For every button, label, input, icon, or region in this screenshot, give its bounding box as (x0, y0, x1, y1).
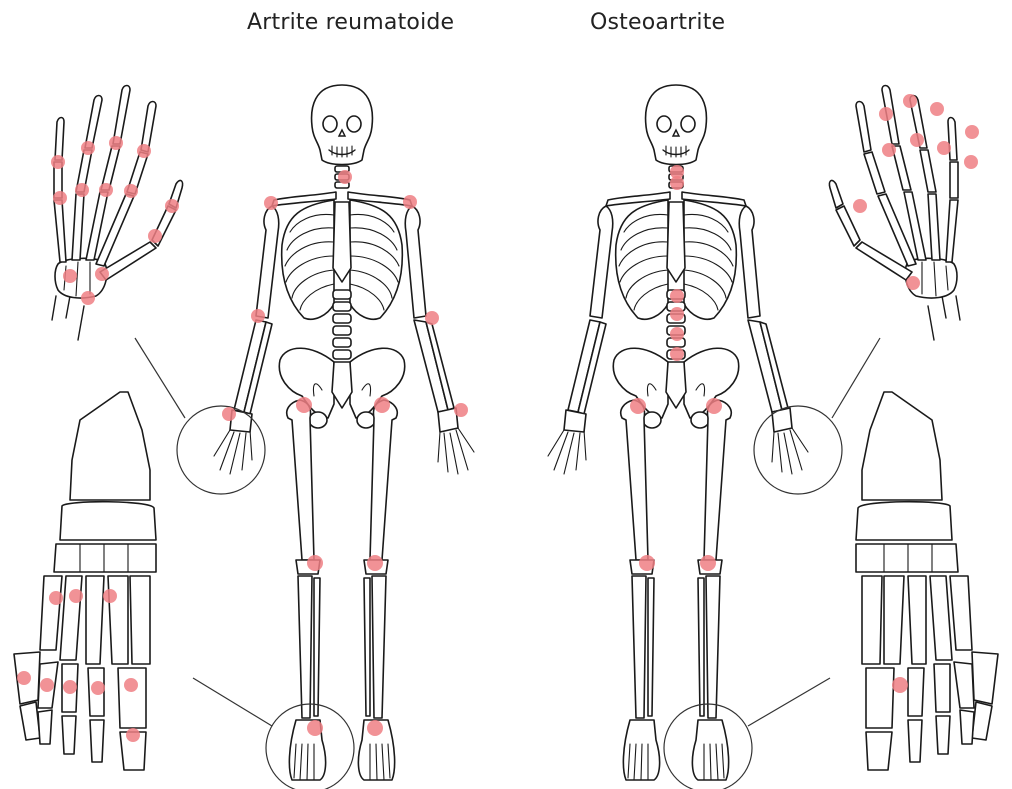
joint-marker-hand (879, 107, 893, 121)
joint-marker-hand (63, 269, 77, 283)
foot-callout-line (193, 678, 272, 726)
joint-marker-foot (124, 678, 138, 692)
joint-marker-knee-right (700, 555, 716, 571)
joint-marker-spine (670, 307, 684, 321)
joint-marker-hip-right (374, 397, 390, 413)
joint-marker-hip-right (706, 398, 722, 414)
hand-callout-line (135, 338, 185, 418)
joint-marker-hand (930, 102, 944, 116)
joint-marker-hand (75, 183, 89, 197)
joint-marker-spine (670, 327, 684, 341)
joint-marker-ankle-left (307, 720, 323, 736)
joint-marker-foot (69, 589, 83, 603)
joint-marker-hand (81, 291, 95, 305)
joint-marker-knee-left (639, 555, 655, 571)
skeleton-rheumatoid-arthritis (214, 85, 474, 780)
joint-marker-hand (53, 191, 67, 205)
joint-marker-foot (103, 589, 117, 603)
joint-marker-foot-big-toe (892, 677, 908, 693)
joint-marker-hand (965, 125, 979, 139)
foot-detail-osteoarthritis (856, 392, 998, 770)
joint-marker-ankle-right (367, 720, 383, 736)
joint-marker-shoulder-left (264, 196, 278, 210)
foot-callout-line (748, 678, 830, 726)
joint-marker-spine (670, 347, 684, 361)
joint-marker-wrist-right (454, 403, 468, 417)
joint-marker-hip-left (296, 397, 312, 413)
joint-marker-hand (124, 184, 138, 198)
hand-magnifier-circle (754, 406, 842, 494)
joint-marker-neck (338, 170, 352, 184)
joint-marker-elbow-right (425, 311, 439, 325)
joint-marker-hand (165, 199, 179, 213)
joint-marker-elbow-left (251, 309, 265, 323)
joint-marker-foot (91, 681, 105, 695)
joint-marker-hand (882, 143, 896, 157)
joint-marker-foot (126, 728, 140, 742)
joint-marker-hand (81, 141, 95, 155)
joint-marker-hand (95, 267, 109, 281)
joint-marker-spine (670, 289, 684, 303)
joint-marker-hand (903, 94, 917, 108)
joint-marker-hand (109, 136, 123, 150)
joint-marker-hand (137, 144, 151, 158)
joint-marker-hand (937, 141, 951, 155)
joint-marker-hand (910, 133, 924, 147)
joint-marker-neck (670, 176, 684, 190)
joint-marker-wrist-left (222, 407, 236, 421)
hand-callout-line (832, 338, 880, 418)
joint-marker-hand (906, 276, 920, 290)
hand-detail-rheumatoid-arthritis (52, 86, 183, 341)
joint-marker-shoulder-right (403, 195, 417, 209)
joint-marker-knee-left (307, 555, 323, 571)
joint-marker-knee-right (367, 555, 383, 571)
joint-marker-hand (99, 183, 113, 197)
joint-marker-foot (40, 678, 54, 692)
joint-marker-foot (49, 591, 63, 605)
hand-detail-osteoarthritis (829, 86, 960, 341)
joint-marker-hand (964, 155, 978, 169)
joint-marker-hand (51, 155, 65, 169)
joint-marker-foot (63, 680, 77, 694)
joint-marker-hip-left (630, 398, 646, 414)
joint-marker-foot (17, 671, 31, 685)
joint-marker-hand (148, 229, 162, 243)
foot-detail-rheumatoid-arthritis (14, 392, 156, 770)
joint-marker-hand (853, 199, 867, 213)
